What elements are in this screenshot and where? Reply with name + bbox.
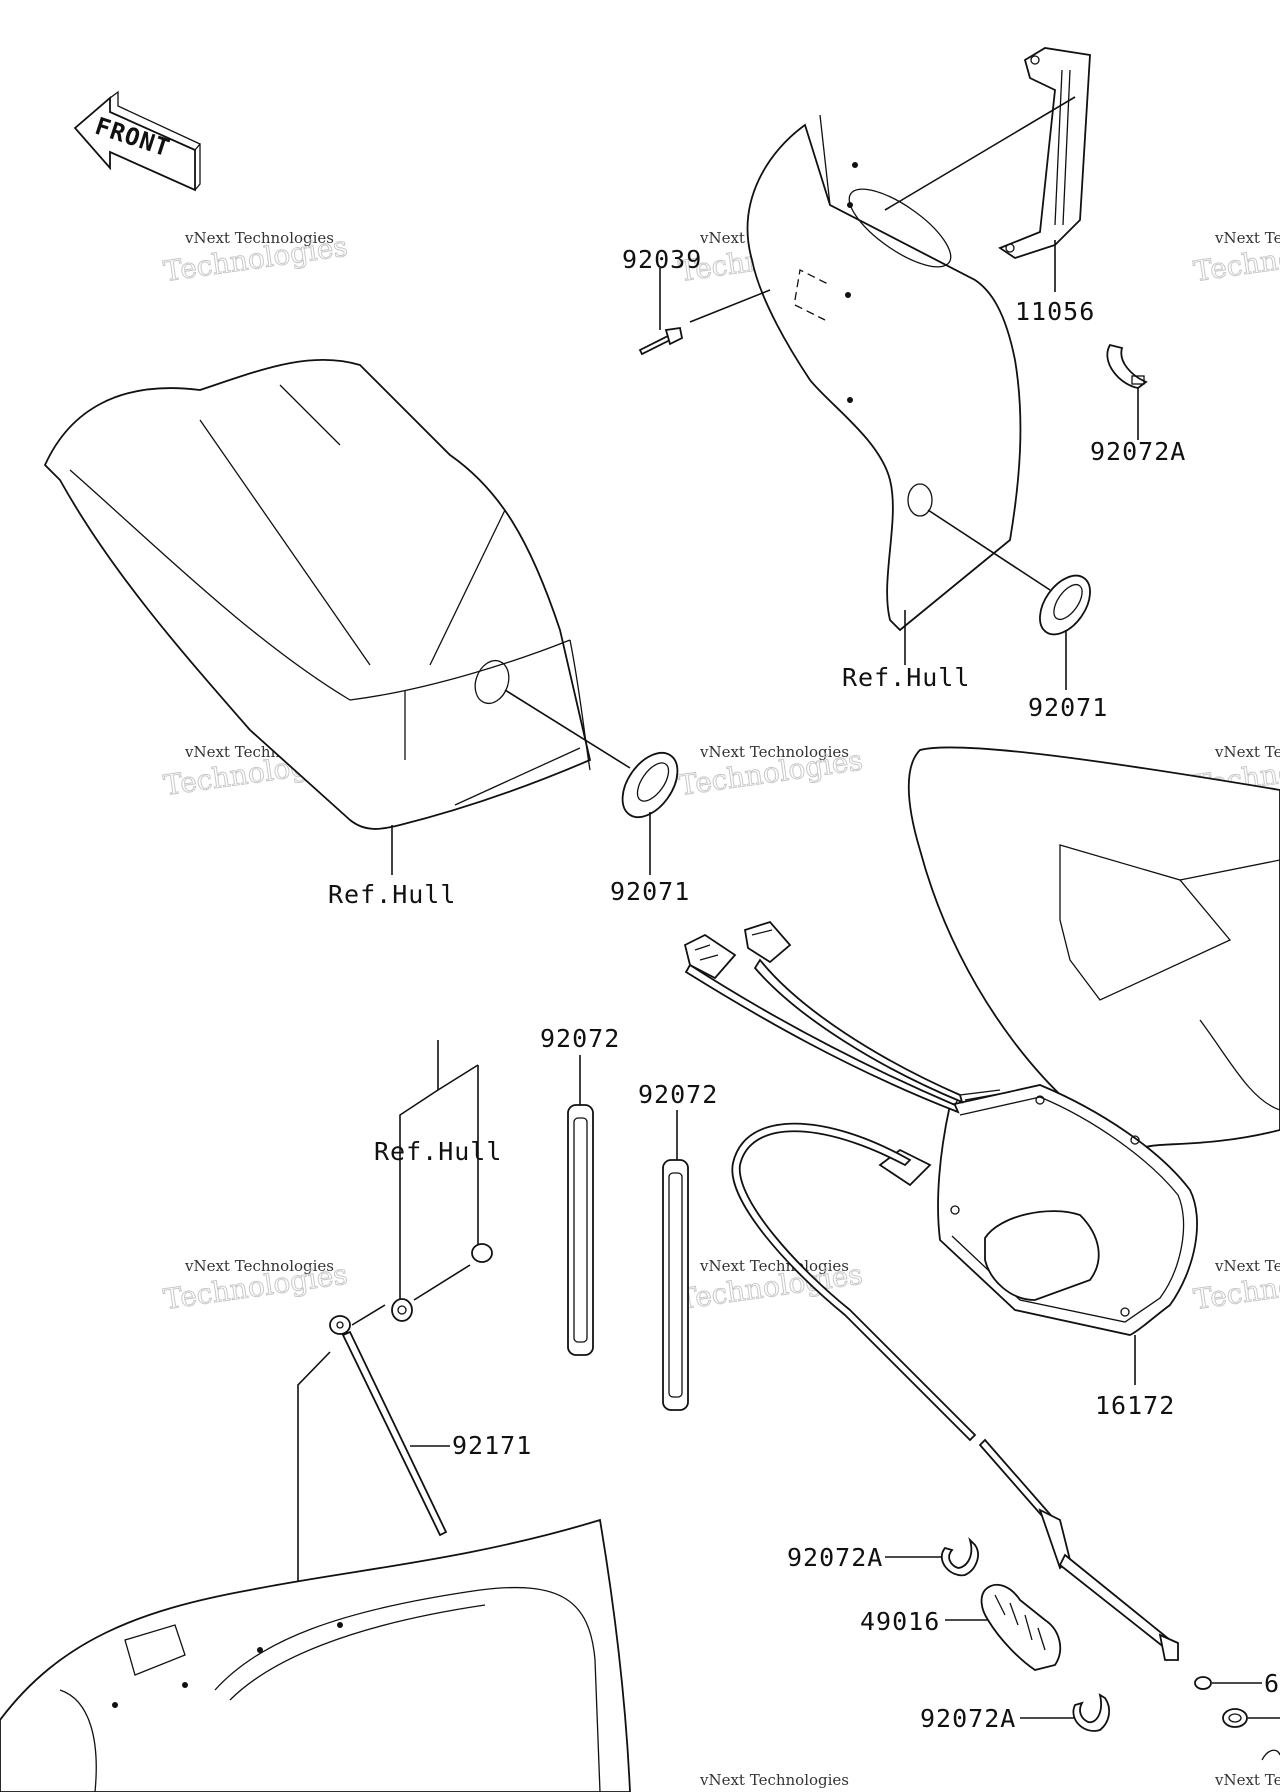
watermark-text: vNext Technologies xyxy=(1214,229,1280,247)
label-16172: 16172 xyxy=(1095,1391,1175,1420)
watermark-text: vNext Technologies xyxy=(699,1257,849,1275)
label-ref-hull-bottom: Ref.Hull xyxy=(374,1137,502,1166)
hull-left-section xyxy=(43,358,592,830)
clamp-92072A-top xyxy=(1106,343,1148,440)
watermark-text: vNext Technologies xyxy=(184,1257,334,1275)
label-6-cut: 6 xyxy=(1264,1669,1280,1698)
rivet-92039 xyxy=(638,268,771,356)
washers-right-cut xyxy=(1194,1676,1280,1761)
label-ref-hull-top: Ref.Hull xyxy=(842,663,970,692)
cable-end xyxy=(978,1438,1179,1661)
label-92072A-bottom: 92072A xyxy=(920,1704,1016,1733)
label-92071-left: 92071 xyxy=(610,877,690,906)
watermark-text: vNext Technologies xyxy=(1214,743,1280,761)
strap-92072-b xyxy=(662,1110,689,1411)
watermark-text: vNext Technologies xyxy=(1214,1771,1280,1789)
front-arrow-icon: FRONT xyxy=(73,90,202,192)
watermark-text: vNext Technologies xyxy=(184,229,334,247)
hull-bottom-section xyxy=(0,1518,631,1792)
hull-right-section xyxy=(907,746,1280,1152)
label-92171: 92171 xyxy=(452,1431,532,1460)
label-92072-a: 92072 xyxy=(540,1024,620,1053)
clamp-92072A-bottom xyxy=(1020,1693,1111,1732)
watermark-text: vNext Technologies xyxy=(1214,1257,1280,1275)
watermark-text: vNext Technologies xyxy=(699,1771,849,1789)
label-92072A-mid: 92072A xyxy=(787,1543,883,1572)
grommet-92071-left xyxy=(504,689,679,875)
grommet-92071-right xyxy=(927,509,1091,690)
bracket-11056 xyxy=(884,47,1091,292)
control-unit-16172 xyxy=(683,920,1198,1442)
label-92072-b: 92072 xyxy=(638,1080,718,1109)
label-ref-hull-left: Ref.Hull xyxy=(328,880,456,909)
label-92071-right: 92071 xyxy=(1028,693,1108,722)
strap-92072-a xyxy=(567,1055,594,1356)
fasteners-ref-hull xyxy=(391,1040,493,1322)
clamp-92072A-mid xyxy=(885,1536,979,1577)
label-49016: 49016 xyxy=(860,1607,940,1636)
boot-49016 xyxy=(945,1583,1062,1671)
part-labels: 92039 11056 92072A Ref.Hull 92071 Ref.Hu… xyxy=(328,245,1280,1733)
hull-top-section xyxy=(746,114,1022,632)
label-11056: 11056 xyxy=(1015,297,1095,326)
label-92072A-top: 92072A xyxy=(1090,437,1186,466)
label-92039: 92039 xyxy=(622,245,702,274)
watermark-text: vNext Technologies xyxy=(699,743,849,761)
